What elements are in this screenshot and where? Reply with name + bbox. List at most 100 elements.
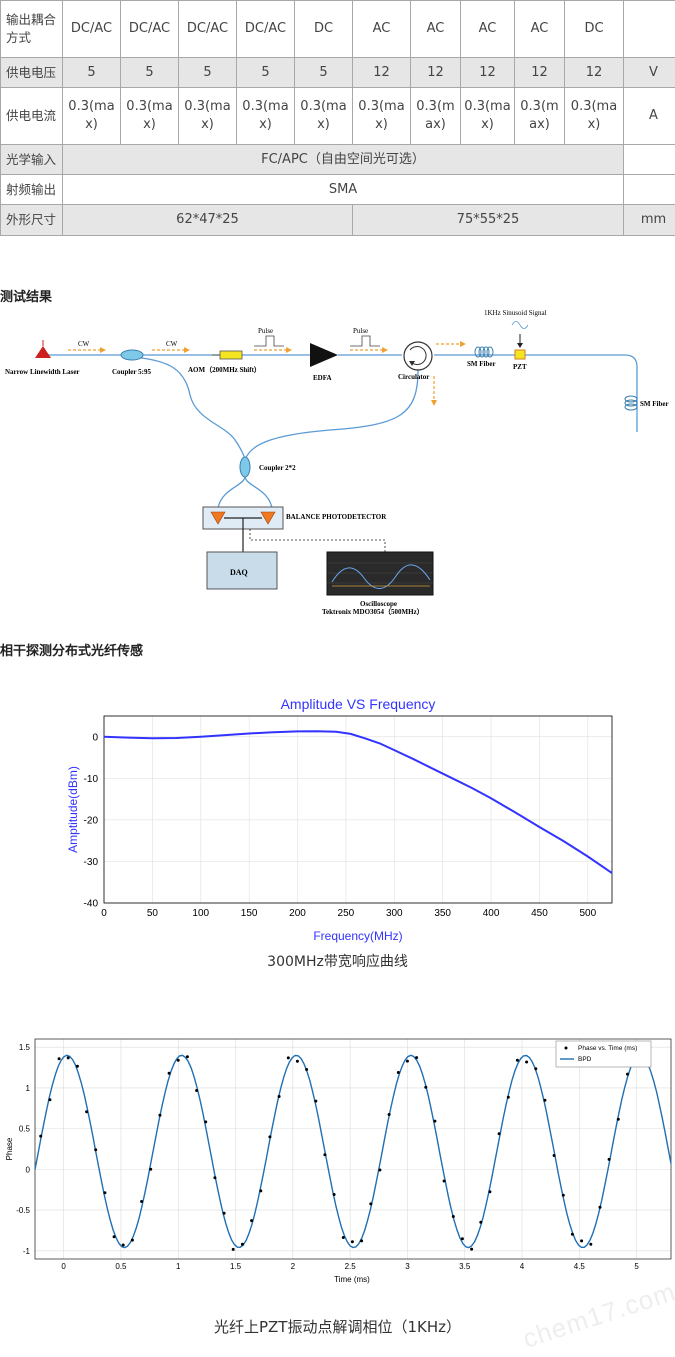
cell: DC/AC bbox=[236, 0, 295, 58]
photodiode-icon bbox=[210, 511, 226, 525]
pulse-icon bbox=[350, 335, 380, 347]
chart1-grid bbox=[103, 716, 612, 904]
cell: 0.3(max) bbox=[460, 87, 515, 145]
data-point bbox=[570, 1232, 574, 1236]
data-point bbox=[626, 1072, 629, 1076]
cell-span: 75*55*25 bbox=[352, 204, 624, 236]
chart1-xlabel: Frequency(MHz) bbox=[313, 929, 402, 943]
y-tick-label: 1 bbox=[26, 1084, 31, 1093]
x-tick-label: 150 bbox=[241, 908, 258, 919]
data-point bbox=[250, 1219, 254, 1223]
cell: DC/AC bbox=[62, 0, 121, 58]
daq-box bbox=[206, 551, 278, 590]
cell: 0.3(max) bbox=[294, 87, 353, 145]
data-point bbox=[286, 1056, 290, 1060]
data-point bbox=[39, 1134, 43, 1138]
label-pulse1: Pulse bbox=[258, 327, 273, 335]
x-tick-label: 450 bbox=[531, 908, 548, 919]
cell: 0.3(max) bbox=[178, 87, 237, 145]
data-point bbox=[387, 1113, 391, 1116]
chart2-ylabel: Phase bbox=[5, 1137, 14, 1160]
row-label: 供电电流 bbox=[0, 87, 63, 145]
data-point bbox=[130, 1238, 134, 1242]
edfa-icon bbox=[310, 343, 338, 367]
data-point bbox=[607, 1157, 611, 1161]
x-tick-label: 0.5 bbox=[115, 1262, 127, 1271]
data-point bbox=[470, 1247, 474, 1251]
data-point bbox=[231, 1247, 235, 1251]
cell: 0.3(max) bbox=[564, 87, 624, 145]
data-point bbox=[561, 1193, 565, 1197]
data-point bbox=[479, 1220, 483, 1224]
chart2-frame bbox=[34, 1038, 672, 1260]
arrow-icon bbox=[100, 347, 106, 353]
x-tick-label: 350 bbox=[434, 908, 451, 919]
x-tick-label: 50 bbox=[147, 908, 159, 919]
data-point bbox=[103, 1191, 107, 1195]
data-point bbox=[295, 1059, 299, 1063]
y-tick-label: -20 bbox=[84, 815, 99, 826]
x-tick-label: 1 bbox=[176, 1262, 181, 1271]
data-point bbox=[48, 1098, 52, 1102]
setup-diagram: Narrow Linewidth Laser CW CW Coupler 5:9… bbox=[5, 309, 669, 616]
chart2-legend: Phase vs. Time (ms) BPD bbox=[555, 1040, 652, 1068]
sine-icon bbox=[511, 321, 529, 329]
data-point bbox=[341, 1236, 345, 1239]
legend-label-bpd: BPD bbox=[578, 1056, 592, 1063]
x-tick-label: 400 bbox=[483, 908, 500, 919]
data-point bbox=[442, 1179, 446, 1183]
arrow-icon bbox=[382, 347, 388, 353]
cell: 0.3(max) bbox=[514, 87, 565, 145]
data-point bbox=[240, 1242, 244, 1246]
label-pzt: PZT bbox=[513, 363, 527, 371]
data-point bbox=[85, 1110, 89, 1114]
cell bbox=[623, 174, 675, 205]
data-point bbox=[415, 1056, 419, 1060]
cell: AC bbox=[460, 0, 515, 58]
data-point bbox=[75, 1064, 79, 1068]
cell: mm bbox=[623, 204, 675, 236]
fiber-coil-icon bbox=[474, 346, 494, 358]
data-point bbox=[277, 1095, 281, 1098]
cell: 5 bbox=[178, 57, 237, 88]
row-dimensions: 外形尺寸 62*47*25 75*55*25 mm bbox=[0, 204, 675, 236]
label-coupler2: Coupler 2*2 bbox=[259, 464, 296, 472]
data-point bbox=[525, 1060, 529, 1064]
cell bbox=[623, 0, 675, 58]
data-point bbox=[305, 1068, 309, 1071]
cell: DC/AC bbox=[178, 0, 237, 58]
y-tick-label: -0.5 bbox=[16, 1206, 30, 1215]
legend-point-marker bbox=[564, 1046, 568, 1050]
data-point bbox=[497, 1132, 501, 1136]
chart2-series-points bbox=[39, 1055, 639, 1251]
row-coupling: 输出耦合方式 DC/AC DC/AC DC/AC DC/AC DC AC AC … bbox=[0, 0, 675, 58]
coupler2-icon bbox=[239, 456, 251, 478]
label-pulse2: Pulse bbox=[353, 327, 368, 335]
label-edfa: EDFA bbox=[313, 374, 332, 382]
row-label: 光学输入 bbox=[0, 144, 63, 175]
data-point bbox=[323, 1153, 327, 1157]
label-signal: 1KHz Sinusoid Signal bbox=[484, 309, 547, 317]
cell: DC bbox=[564, 0, 624, 58]
y-tick-label: -30 bbox=[84, 857, 99, 868]
cell: AC bbox=[410, 0, 461, 58]
cell: 12 bbox=[352, 57, 411, 88]
row-label: 输出耦合方式 bbox=[0, 0, 63, 58]
data-point bbox=[176, 1058, 180, 1062]
cell: 5 bbox=[120, 57, 179, 88]
label-aom: AOM（200MHz Shift） bbox=[188, 366, 261, 374]
oscilloscope-screen bbox=[326, 551, 434, 596]
data-point bbox=[396, 1071, 400, 1074]
arrow-icon bbox=[184, 347, 190, 353]
cell: AC bbox=[352, 0, 411, 58]
data-point bbox=[222, 1211, 226, 1215]
x-tick-label: 300 bbox=[386, 908, 403, 919]
y-tick-label: -40 bbox=[84, 899, 99, 910]
data-point bbox=[259, 1189, 263, 1193]
cell: 12 bbox=[460, 57, 515, 88]
data-point bbox=[378, 1168, 382, 1172]
x-tick-label: 1.5 bbox=[230, 1262, 242, 1271]
cell: 5 bbox=[236, 57, 295, 88]
chart1-ylabel: Amptitude(dBm) bbox=[66, 766, 80, 853]
data-point bbox=[57, 1057, 61, 1061]
